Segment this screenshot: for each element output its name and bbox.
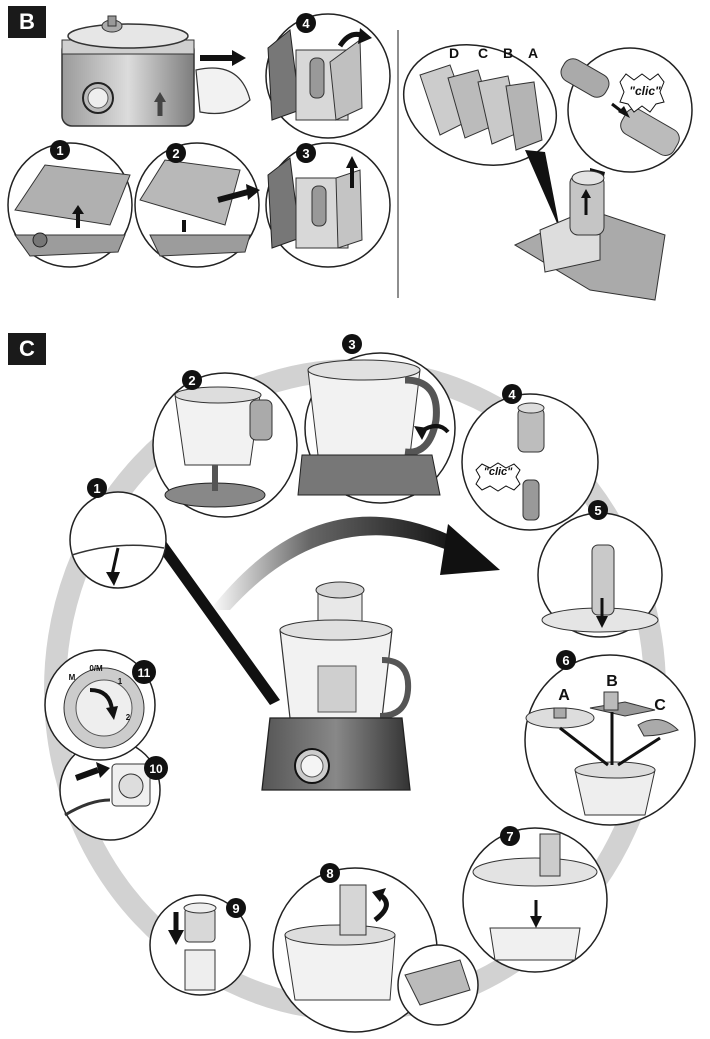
b-badge-3-text: 3 [302, 146, 309, 161]
c-step-5-panel [537, 512, 663, 638]
section-c-text: C [19, 336, 35, 361]
b-discs-callout: D C B A [402, 44, 560, 230]
c-clic-text: "clic" [484, 466, 514, 478]
c-badge-8: 8 [320, 863, 340, 883]
blade-label-a: A [558, 687, 570, 704]
section-c: "clic" A B C [44, 334, 696, 1033]
c-step-10-panel [59, 739, 161, 841]
c-rotation-arrow [210, 516, 500, 610]
c-badge-5: 5 [588, 500, 608, 520]
c-badge-9-text: 9 [232, 901, 239, 916]
dial-label-1: 1 [118, 677, 123, 686]
disc-label-d: D [449, 45, 459, 61]
b-clic-callout: "clic" [560, 47, 693, 235]
c-badge-7: 7 [500, 826, 520, 846]
c-badge-2-text: 2 [188, 373, 195, 388]
c-badge-8-text: 8 [326, 866, 333, 881]
b-badge-4-text: 4 [302, 16, 310, 31]
c-step-3-panel [297, 352, 456, 504]
c-badge-6: 6 [556, 650, 576, 670]
c-badge-11-text: 11 [138, 666, 151, 680]
section-b: 1 2 3 4 D C B A "clic" [7, 13, 693, 301]
section-c-label: C [8, 333, 46, 365]
c-badge-4-text: 4 [508, 387, 516, 402]
b-step-1-panel [7, 142, 133, 268]
b-badge-4: 4 [296, 13, 316, 33]
blade-label-c: C [654, 697, 666, 714]
c-step-2-panel [152, 372, 298, 518]
c-badge-3: 3 [342, 334, 362, 354]
c-step-9-panel [149, 894, 251, 996]
c-badge-4: 4 [502, 384, 522, 404]
c-step-7-panel [462, 827, 608, 973]
b-step-4-panel [265, 13, 391, 139]
c-step-11-panel: 0/M M 1 2 [44, 649, 156, 761]
c-badge-7-text: 7 [506, 829, 513, 844]
b-badge-1: 1 [50, 140, 70, 160]
disc-label-a: A [528, 45, 538, 61]
c-badge-1: 1 [87, 478, 107, 498]
c-badge-10-text: 10 [149, 762, 163, 776]
c-step1-pointer [155, 540, 280, 705]
b-step-3-panel [265, 142, 391, 268]
dial-label-top: 0/M [89, 664, 103, 673]
dial-label-2: 2 [126, 713, 131, 722]
b-chopper-base [513, 170, 666, 301]
disc-label-b: B [503, 45, 513, 61]
c-badge-2: 2 [182, 370, 202, 390]
b-badge-2: 2 [166, 143, 186, 163]
c-badge-1-text: 1 [93, 481, 100, 496]
section-b-label: B [8, 6, 46, 38]
section-b-text: B [19, 9, 35, 34]
c-step-4-panel: "clic" [461, 393, 599, 531]
c-badge-3-text: 3 [348, 337, 355, 352]
blade-label-b: B [606, 673, 618, 690]
c-step-8-panel [272, 867, 479, 1033]
c-step-1-panel [69, 491, 167, 589]
disc-label-c: C [478, 45, 488, 61]
b-step-badges: 1 2 3 4 [50, 13, 316, 163]
c-food-processor [261, 581, 412, 791]
b-step-2-panel [134, 142, 260, 268]
c-step-6-panel: A B C [524, 654, 696, 826]
b-badge-2-text: 2 [172, 146, 179, 161]
dial-label-left: M [69, 673, 76, 682]
c-badge-5-text: 5 [594, 503, 601, 518]
b-clic-text: "clic" [629, 84, 661, 98]
c-badge-6-text: 6 [562, 653, 569, 668]
c-badge-9: 9 [226, 898, 246, 918]
b-badge-3: 3 [296, 143, 316, 163]
c-step-badges: 1 2 3 4 5 6 7 8 9 10 11 [87, 334, 608, 918]
c-badge-11: 11 [132, 660, 156, 684]
c-badge-10: 10 [144, 756, 168, 780]
b-badge-1-text: 1 [56, 143, 63, 158]
b-machine-base [61, 15, 251, 127]
